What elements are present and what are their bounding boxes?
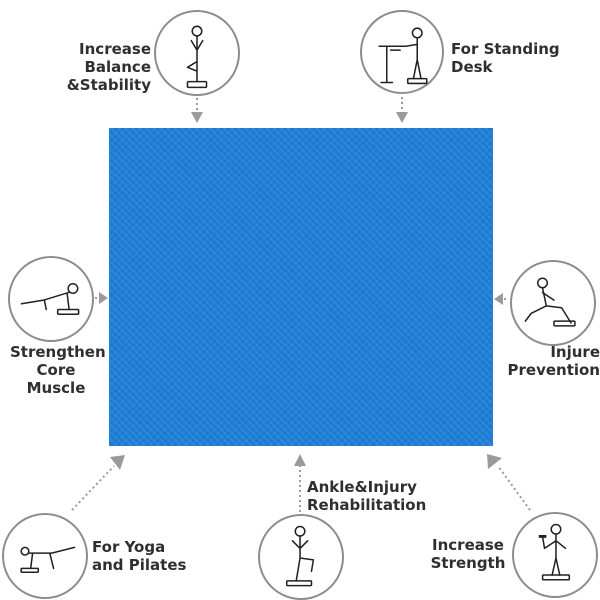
ankle-label: Ankle&Injury Rehabilitation (307, 478, 427, 514)
core-circle (8, 256, 94, 342)
core-label: Strengthen Core Muscle (10, 343, 106, 397)
injury-prevention-label: Injure Prevention (507, 343, 600, 379)
standing-desk-label: For Standing Desk (451, 40, 560, 76)
standing-desk-figure-icon (378, 27, 428, 85)
kneeling-lunge-figure-icon (524, 277, 576, 327)
blue-balance-pad (109, 128, 493, 446)
balance-circle (154, 10, 240, 96)
balance-label: Increase Balance &Stability (66, 40, 151, 94)
strength-label: Increase Strength (430, 536, 506, 572)
single-leg-stand-figure-icon (285, 525, 315, 587)
standing-desk-circle (360, 10, 444, 94)
yoga-label: For Yoga and Pilates (92, 538, 187, 574)
strength-circle (512, 512, 598, 598)
ankle-circle (258, 514, 344, 600)
tree-pose-figure-icon (186, 25, 208, 89)
plank-figure-icon (20, 282, 80, 316)
injury-prevention-circle (510, 260, 596, 346)
yoga-pose-figure-icon (20, 546, 76, 573)
yoga-circle (2, 513, 88, 599)
dumbbell-figure-icon (538, 523, 571, 581)
